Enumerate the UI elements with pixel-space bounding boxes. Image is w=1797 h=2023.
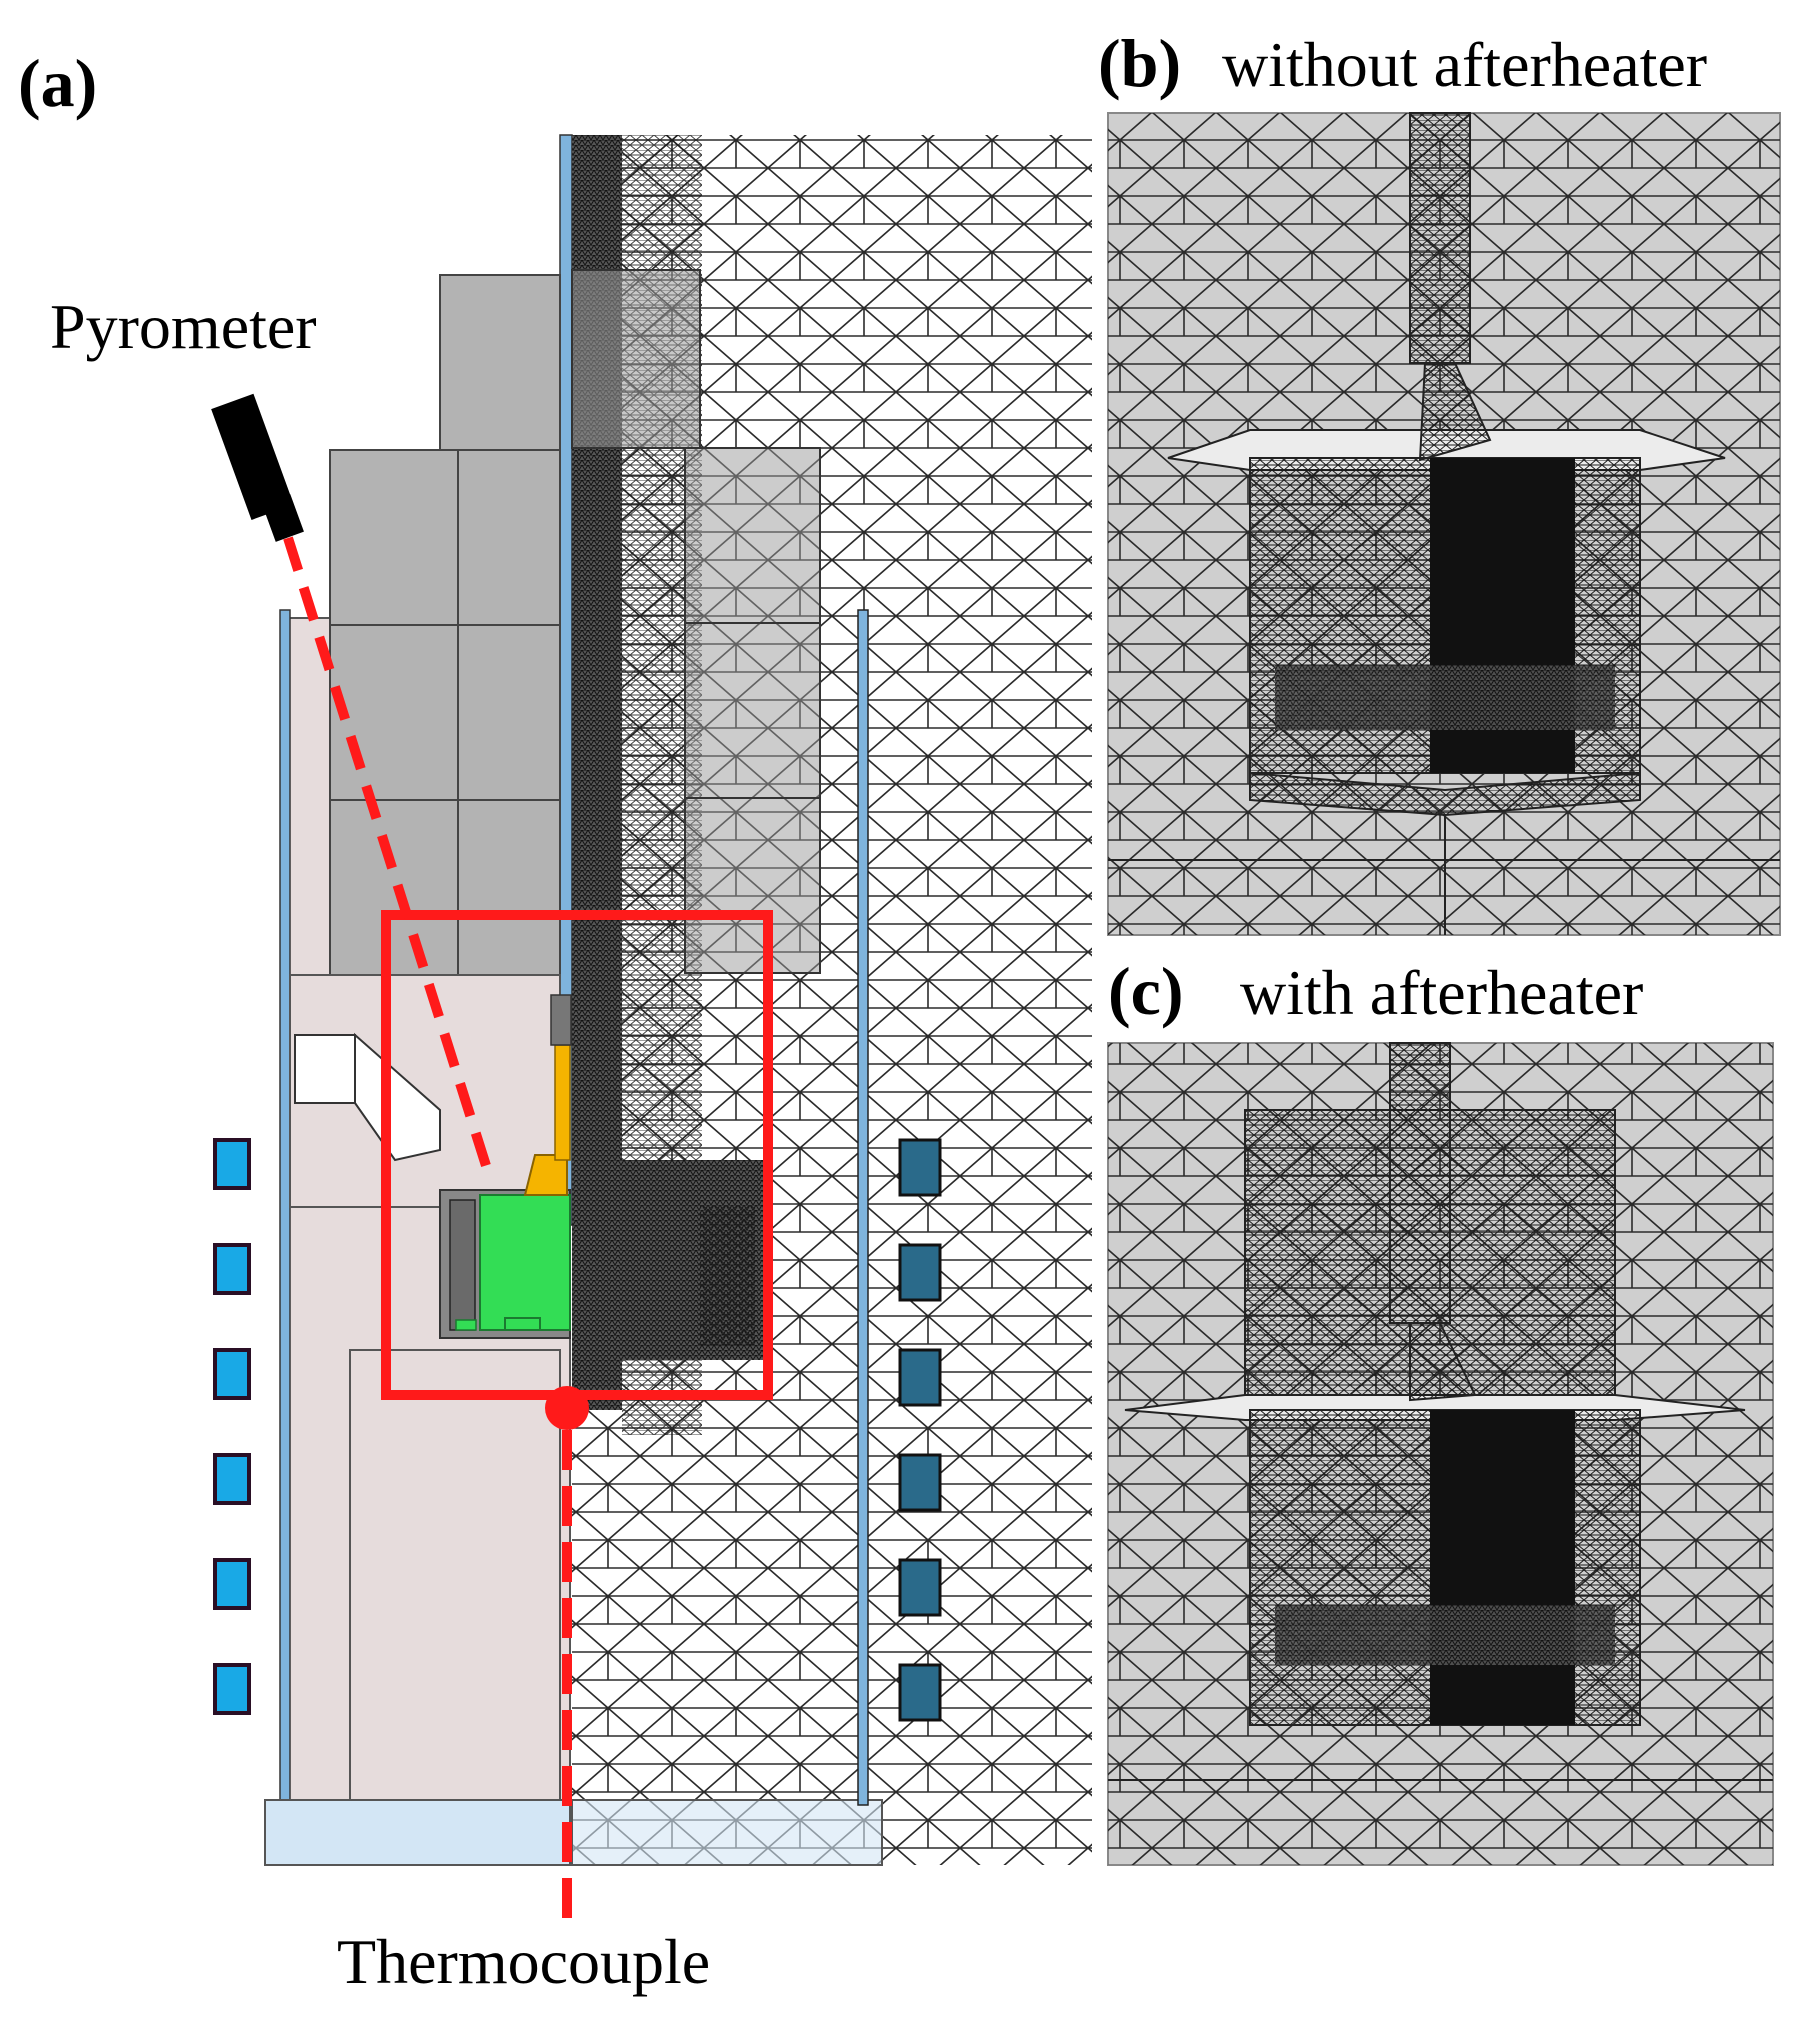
panel-c-label: (c) bbox=[1108, 953, 1184, 1029]
panel-b-mesh bbox=[1107, 112, 1781, 936]
panel-c-caption: with afterheater bbox=[1240, 957, 1644, 1028]
pyrometer-icon bbox=[211, 393, 304, 542]
crucible-bottom-mesh bbox=[1249, 771, 1641, 817]
chamber-base bbox=[264, 1799, 571, 1866]
mesh-base bbox=[571, 1799, 883, 1866]
mesh-block-top bbox=[571, 269, 701, 449]
pulling-rod bbox=[554, 1044, 571, 1161]
crystal-foot bbox=[504, 1317, 541, 1331]
rod-coupling bbox=[550, 994, 572, 1046]
thermocouple-icon bbox=[545, 1386, 589, 1430]
panel-a-label: (a) bbox=[18, 45, 98, 121]
crystal bbox=[479, 1194, 571, 1331]
mesh-quartz-tube bbox=[857, 609, 869, 1806]
induction-coil-icon bbox=[213, 1138, 251, 1715]
melt-mesh-c bbox=[1275, 1605, 1615, 1665]
outer-quartz-tube bbox=[279, 609, 291, 1803]
thermocouple-label: Thermocouple bbox=[337, 1926, 711, 1997]
panel-b-label: (b) bbox=[1098, 25, 1182, 101]
crystal-mesh-c bbox=[1430, 1410, 1575, 1725]
pulling-rod-mesh bbox=[1409, 112, 1471, 364]
pyrometer-beam bbox=[283, 536, 493, 1174]
seed-mesh bbox=[1418, 362, 1492, 462]
mesh-blocks bbox=[684, 447, 821, 974]
seed-mesh-c bbox=[1409, 1322, 1477, 1402]
insulation-blocks bbox=[329, 274, 561, 976]
mesh-coils bbox=[898, 1138, 942, 1722]
crucible-wall bbox=[449, 1199, 476, 1331]
panel-c-mesh bbox=[1107, 1042, 1774, 1866]
panel-b-caption: without afterheater bbox=[1222, 29, 1708, 100]
gas-channel bbox=[354, 1032, 441, 1162]
lower-support bbox=[349, 1349, 561, 1801]
pyrometer-label: Pyrometer bbox=[50, 291, 317, 362]
gas-inlet bbox=[294, 1034, 356, 1104]
pulling-rod-mesh-c bbox=[1389, 1042, 1451, 1324]
mesh-crucible-wall bbox=[700, 1205, 755, 1345]
melt-pool bbox=[455, 1319, 477, 1331]
melt-mesh bbox=[1275, 665, 1615, 730]
panel-a-diagram bbox=[211, 134, 1092, 1930]
